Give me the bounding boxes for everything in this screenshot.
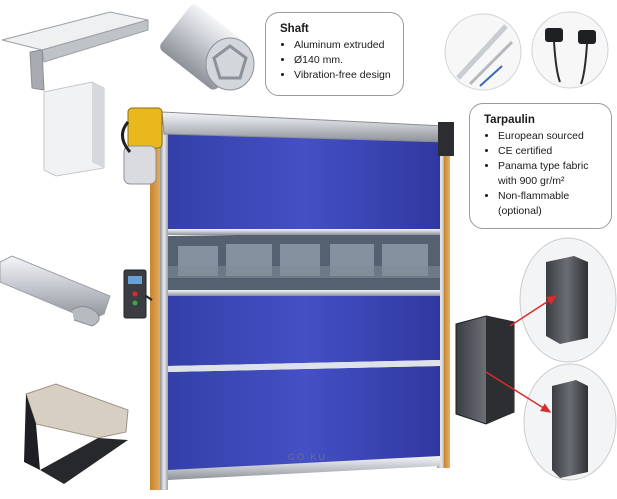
tarpaulin-feature: Panama type fabric with 900 gr/m² bbox=[498, 159, 607, 189]
shaft-feature: Vibration-free design bbox=[294, 68, 403, 83]
callout-arrows bbox=[485, 295, 558, 413]
shaft-title: Shaft bbox=[280, 23, 309, 35]
tarpaulin-feature: Non-flammable (optional) bbox=[498, 189, 607, 219]
shaft-spec-card: Shaft Aluminum extruded Ø140 mm. Vibrati… bbox=[265, 12, 404, 96]
side-profile-detail-bottom bbox=[523, 363, 617, 481]
door-curtain bbox=[168, 134, 440, 480]
tarpaulin-spec-card: Tarpaulin European sourced CE certified … bbox=[469, 103, 612, 229]
control-box bbox=[123, 269, 153, 319]
tarpaulin-feature: European sourced bbox=[498, 129, 607, 144]
bottom-seal-part bbox=[24, 383, 129, 484]
guide-rail-part bbox=[1, 11, 149, 91]
aluminum-profile-part bbox=[0, 255, 111, 327]
side-cover-part bbox=[43, 81, 105, 177]
side-profile-detail-top bbox=[519, 237, 617, 363]
side-profile-main bbox=[455, 315, 515, 425]
tarpaulin-feature-list: European sourced CE certified Panama typ… bbox=[484, 129, 607, 219]
remote-controls-part bbox=[444, 11, 609, 91]
shaft-feature-list: Aluminum extruded Ø140 mm. Vibration-fre… bbox=[280, 38, 403, 83]
door-brand-mark: GO KU bbox=[288, 452, 328, 462]
top-roller-box bbox=[161, 111, 454, 156]
door-frame bbox=[150, 130, 450, 490]
shaft-feature: Aluminum extruded bbox=[294, 38, 403, 53]
shaft-part bbox=[160, 4, 255, 91]
shaft-feature: Ø140 mm. bbox=[294, 53, 403, 68]
tarpaulin-feature: CE certified bbox=[498, 144, 607, 159]
motor-unit bbox=[121, 107, 163, 185]
tarpaulin-title: Tarpaulin bbox=[484, 114, 535, 126]
